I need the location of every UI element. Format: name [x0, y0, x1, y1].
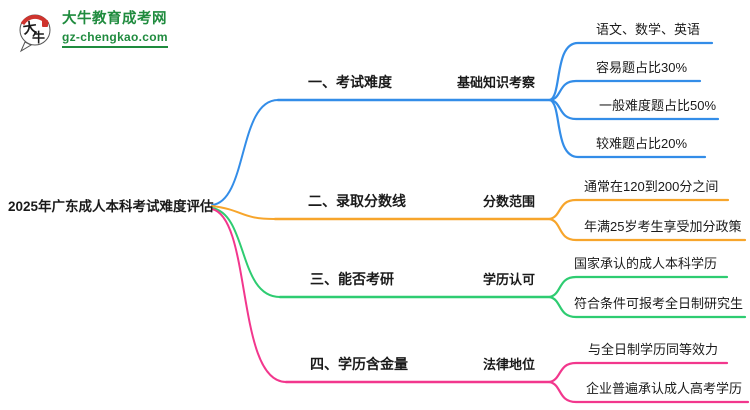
site-logo: 大 牛 大牛教育成考网 gz-chengkao.com: [17, 11, 168, 53]
logo-text-block: 大牛教育成考网 gz-chengkao.com: [62, 11, 168, 48]
branch-4-sublabel: 法律地位: [482, 357, 535, 372]
leaf-4-1: 与全日制学历同等效力: [588, 342, 719, 357]
logo-char-niu: 牛: [32, 30, 45, 45]
leaf-line-1-2: [548, 79, 702, 102]
leaf-1-1: 语文、数学、英语: [596, 22, 701, 37]
leaf-line-1-4: [548, 98, 707, 159]
leaf-line-2-2: [548, 217, 747, 242]
branch-4-label: 四、学历含金量: [310, 356, 408, 372]
site-name: 大牛教育成考网: [62, 11, 167, 27]
leaf-line-1-1: [548, 41, 714, 102]
branch-2-sublabel: 分数范围: [482, 194, 535, 209]
logo-bull-icon: 大 牛: [19, 14, 51, 53]
leaf-1-3: 一般难度题占比50%: [599, 98, 717, 113]
leaf-line-3-1: [548, 275, 729, 299]
site-url: gz-chengkao.com: [62, 30, 168, 48]
branch-curve-2: [211, 205, 276, 220]
leaf-line-4-2: [548, 380, 750, 404]
leaf-2-2: 年满25岁考生享受加分政策: [584, 219, 742, 234]
leaf-1-4: 较难题占比20%: [596, 136, 688, 151]
branch-1-sublabel: 基础知识考察: [456, 75, 535, 90]
branch-curve-1: [211, 99, 279, 206]
leaf-line-4-1: [548, 361, 729, 384]
leaf-4-2: 企业普遍承认成人高考学历: [586, 381, 743, 396]
leaf-3-1: 国家承认的成人本科学历: [574, 256, 718, 271]
leaf-3-2: 符合条件可报考全日制研究生: [574, 296, 744, 311]
branch-2-label: 二、录取分数线: [308, 193, 406, 209]
logo-char-da: 大: [22, 19, 38, 37]
leaf-2-1: 通常在120到200分之间: [584, 179, 719, 194]
leaf-1-2: 容易题占比30%: [596, 60, 688, 75]
branch-curve-4: [211, 208, 287, 383]
leaf-line-3-2: [548, 295, 747, 319]
branch-1-label: 一、考试难度: [308, 74, 392, 90]
branch-curve-3: [211, 207, 281, 298]
leaf-line-1-3: [548, 98, 720, 121]
branch-3-label: 三、能否考研: [310, 271, 394, 287]
root-node: 2025年广东成人本科考试难度评估: [8, 199, 214, 214]
logo-seal: [42, 20, 48, 27]
branch-3-sublabel: 学历认可: [482, 272, 535, 287]
leaf-line-2-1: [548, 198, 730, 221]
